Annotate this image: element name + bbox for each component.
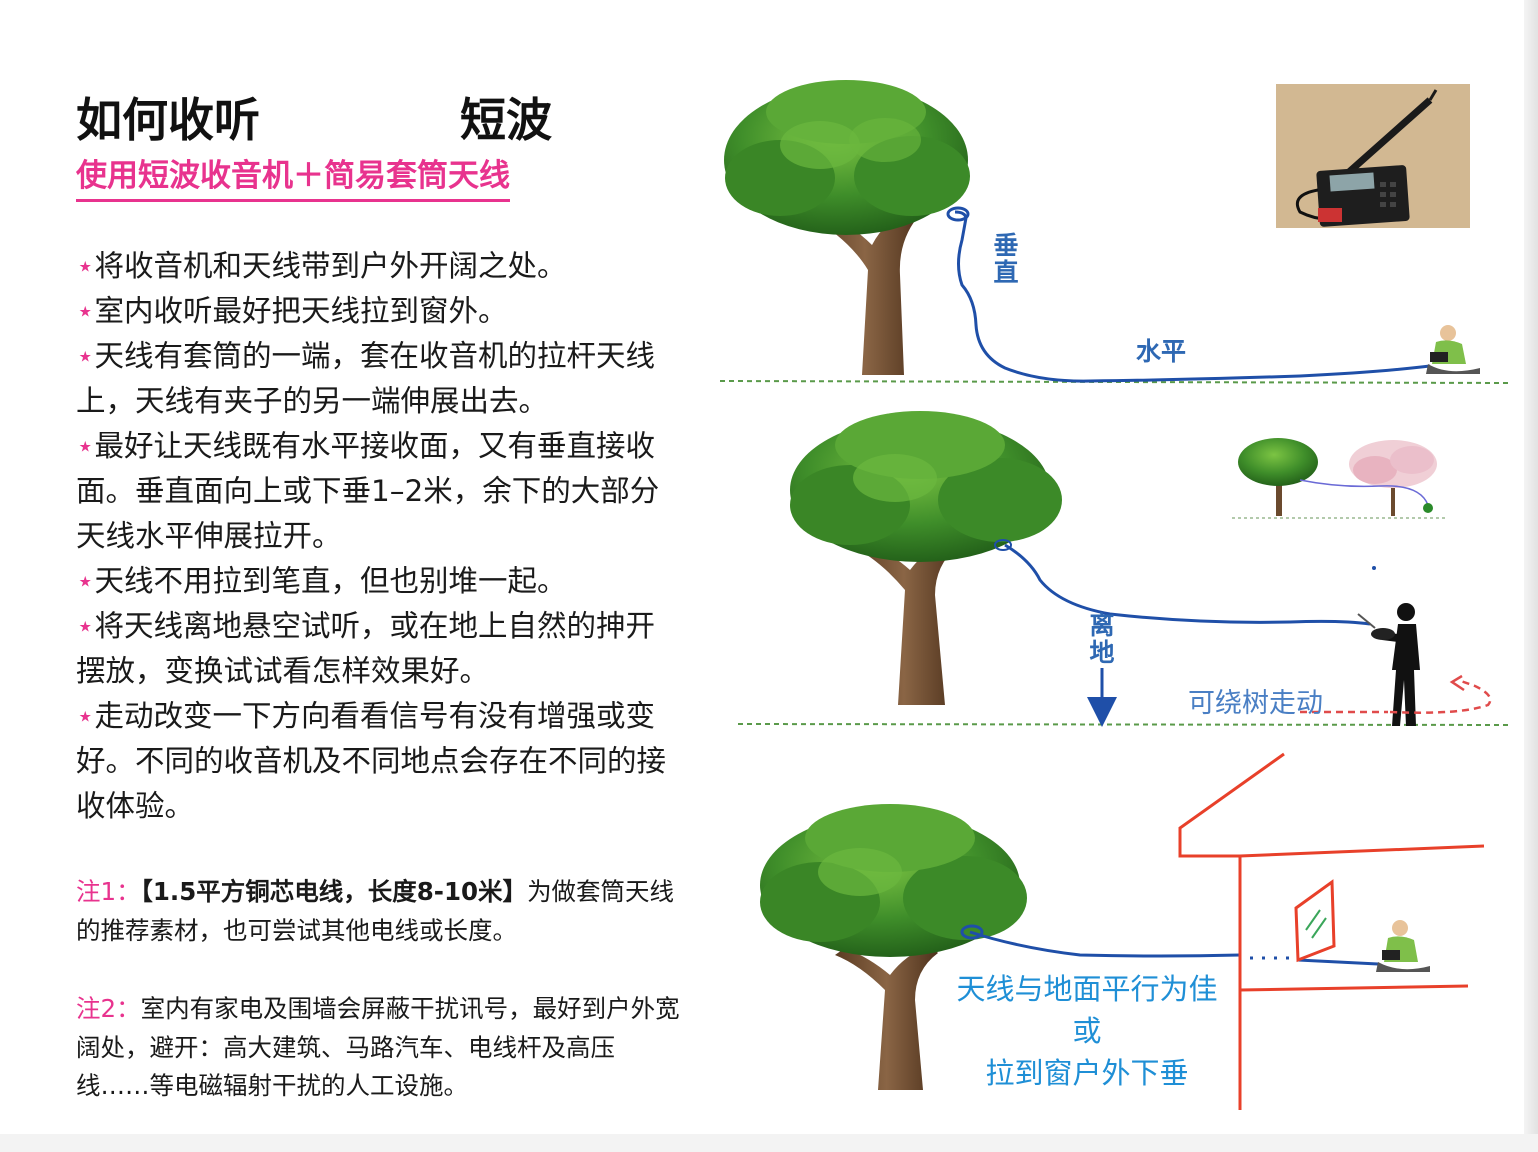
diagram-3-tree [760, 804, 1027, 1090]
diagram-2-tree [790, 411, 1062, 705]
star-icon: ⋆ [76, 609, 95, 643]
title-part2: 短波 [460, 93, 552, 147]
vertical-label: 垂直 [993, 231, 1019, 287]
note-1-label: 注1： [76, 877, 141, 906]
walk-around-arrow [1389, 678, 1492, 714]
house-outline [1178, 752, 1485, 1110]
list-item: ⋆室内收听最好把天线拉到窗外。 [76, 294, 508, 328]
walk-around-label: 可绕树走动 [1188, 688, 1323, 719]
page-title: 如何收听 短波 [76, 84, 552, 150]
star-icon: ⋆ [76, 564, 95, 598]
caption-line-2: 或 [1072, 1014, 1102, 1048]
diagram-1-tree [724, 80, 970, 375]
note-1: 注1：【1.5平方铜芯电线，长度8-10米】为做套筒天线的推荐素材，也可尝试其他… [76, 873, 686, 950]
page-right-edge [1524, 0, 1538, 1152]
caption-line-3: 拉到窗户外下垂 [985, 1056, 1189, 1090]
radio-photo [1276, 84, 1470, 228]
inset-two-trees [1232, 438, 1448, 519]
note-2-text: 室内有家电及围墙会屏蔽干扰讯号，最好到户外宽阔处，避开：高大建筑、马路汽车、电线… [76, 994, 680, 1100]
list-item: ⋆天线有套筒的一端，套在收音机的拉杆天线上，天线有夹子的另一端伸展出去。 [76, 339, 655, 418]
list-item: ⋆走动改变一下方向看看信号有没有增强或变好。不同的收音机及不同地点会存在不同的接… [76, 699, 667, 823]
note-2: 注2：室内有家电及围墙会屏蔽干扰讯号，最好到户外宽阔处，避开：高大建筑、马路汽车… [76, 990, 686, 1106]
note-1-material: 【1.5平方铜芯电线，长度8-10米】 [140, 877, 528, 906]
off-ground-label: 离地 [1089, 611, 1115, 667]
star-icon: ⋆ [76, 699, 95, 733]
diagram-3-caption: 天线与地面平行为佳 或 拉到窗户外下垂 [940, 968, 1234, 1094]
note-1-text: 为做套筒天线的推荐素材，也可尝试其他电线或长度。 [76, 877, 675, 945]
list-item: ⋆最好让天线既有水平接收面，又有垂直接收面。垂直面向上或下垂1–2米，余下的大部… [76, 429, 660, 553]
diagram-3-person-with-radio [1376, 920, 1430, 972]
diagram-2-antenna-wire [1004, 543, 1371, 626]
diagram-2-ground-line [737, 723, 1513, 726]
horizontal-label: 水平 [1136, 337, 1187, 366]
star-icon: ⋆ [76, 429, 95, 463]
page-bottom-edge [0, 1134, 1538, 1152]
title-part1: 如何收听 [76, 93, 260, 147]
diagram-2-standing-person [1357, 566, 1420, 726]
diagram-1-person-with-radio [1426, 325, 1480, 374]
list-item: ⋆将收音机和天线带到户外开阔之处。 [76, 249, 567, 283]
page-subtitle: 使用短波收音机＋简易套筒天线 [76, 150, 510, 202]
instruction-list: ⋆将收音机和天线带到户外开阔之处。 ⋆室内收听最好把天线拉到窗外。 ⋆天线有套筒… [76, 244, 676, 829]
list-item: ⋆将天线离地悬空试听，或在地上自然的抻开摆放，变换试试看怎样效果好。 [76, 609, 655, 688]
list-item: ⋆天线不用拉到笔直，但也别堆一起。 [76, 564, 567, 598]
diagram-1-antenna-wire [954, 210, 1431, 383]
caption-line-1: 天线与地面平行为佳 [956, 972, 1218, 1006]
star-icon: ⋆ [76, 249, 95, 283]
note-2-label: 注2： [76, 994, 141, 1023]
window-glare [1305, 909, 1327, 939]
star-icon: ⋆ [76, 294, 95, 328]
star-icon: ⋆ [76, 339, 95, 373]
diagram-3-antenna-wire [969, 930, 1241, 958]
